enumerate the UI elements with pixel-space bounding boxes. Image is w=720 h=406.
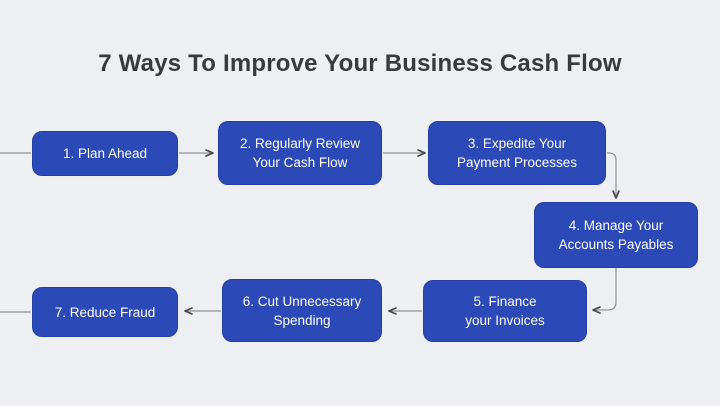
step-label-line: your Invoices <box>465 313 545 328</box>
arrow-step4-step5 <box>592 268 617 314</box>
step-box-3: 3. Expedite Your Payment Processes <box>428 121 606 185</box>
step-label-line: 7. Reduce Fraud <box>54 304 156 320</box>
step-label-line: Payment Processes <box>456 155 578 170</box>
step-label-line: Spending <box>273 312 331 328</box>
step-label-line: 3. Expedite Your <box>467 136 567 151</box>
step-label-line: 1. Plan Ahead <box>62 146 148 161</box>
step-label-line: 4. Manage Your <box>568 218 664 233</box>
step-box-5: 5. Finance your Invoices <box>423 280 587 342</box>
step-label-line: Accounts Payables <box>558 237 674 252</box>
step-box-2: 2. Regularly Review Your Cash Flow <box>218 121 382 185</box>
step-box-4: 4. Manage Your Accounts Payables <box>534 202 698 268</box>
step-label-line: 6. Cut Unnecessary <box>242 293 362 309</box>
step-label-line: Your Cash Flow <box>252 155 348 170</box>
arrow-step3-step4 <box>607 152 620 199</box>
step-label-line: 2. Regularly Review <box>239 136 361 151</box>
step-box-1: 1. Plan Ahead <box>32 131 178 176</box>
step-label-line: 5. Finance <box>473 294 537 309</box>
step-box-7: 7. Reduce Fraud <box>32 287 178 337</box>
diagram-title: 7 Ways To Improve Your Business Cash Flo… <box>98 50 622 77</box>
step-box-6: 6. Cut Unnecessary Spending <box>222 279 382 342</box>
